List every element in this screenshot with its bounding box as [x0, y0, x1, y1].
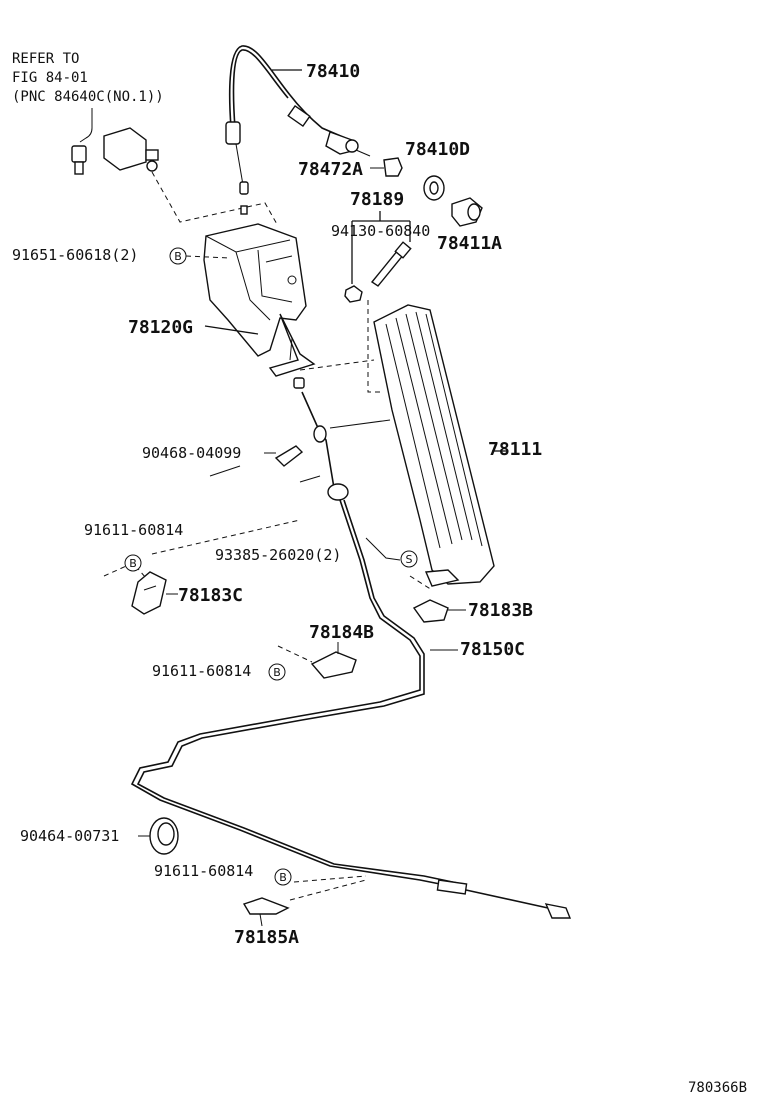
label-78183c: 78183C [178, 585, 243, 606]
svg-text:B: B [174, 250, 182, 263]
label-90464-00731: 90464-00731 [20, 827, 119, 845]
badge-b-4: B [274, 868, 292, 886]
label-78184b: 78184B [309, 622, 374, 643]
clip-90468-drawing [209, 445, 304, 477]
figure-code: 780366B [688, 1080, 747, 1096]
badge-b-1: B [169, 247, 187, 265]
label-78410d: 78410D [405, 139, 470, 160]
cushion-78411a-drawing [451, 197, 483, 227]
label-78150c: 78150C [460, 639, 525, 660]
label-93385-26020: 93385-26020(2) [215, 546, 341, 564]
reference-line-3: (PNC 84640C(NO.1)) [12, 89, 164, 105]
label-78410: 78410 [306, 61, 360, 82]
label-78411a: 78411A [437, 233, 502, 254]
grommet-78410d-drawing [423, 175, 445, 201]
label-78185a: 78185A [234, 927, 299, 948]
clamp-78183c-drawing [103, 562, 178, 615]
label-90468-04099: 90468-04099 [142, 444, 241, 462]
badge-b-3: B [268, 663, 286, 681]
clip-78472a-drawing [370, 157, 403, 177]
svg-text:S: S [406, 553, 413, 566]
bolt-and-nut-drawing [344, 211, 412, 393]
label-94130-60840: 94130-60840 [331, 222, 430, 240]
reference-line-1: REFER TO [12, 51, 79, 67]
throttle-cable-upper-drawing [225, 45, 371, 215]
pedal-bracket-78120g-drawing [203, 223, 316, 377]
label-91611-60814-a: 91611-60814 [84, 521, 183, 539]
svg-text:B: B [273, 666, 281, 679]
clamp-90464-drawing [138, 817, 179, 855]
label-78111: 78111 [488, 439, 542, 460]
label-91651-60618: 91651-60618(2) [12, 246, 138, 264]
label-91611-60814-c: 91611-60814 [154, 862, 253, 880]
badge-s-1: S [400, 550, 418, 568]
lower-cable-drawing [130, 377, 572, 919]
bracket-78185a-drawing [242, 879, 367, 927]
svg-text:B: B [129, 557, 137, 570]
reference-note: REFER TO FIG 84-01 (PNC 84640C(NO.1)) [12, 51, 164, 105]
stop-lamp-switch-drawing [71, 108, 279, 227]
label-78120g: 78120G [128, 317, 193, 338]
circled-badges: B B S B B [124, 247, 418, 886]
reference-line-2: FIG 84-01 [12, 70, 88, 86]
label-78472a: 78472A [298, 159, 363, 180]
label-78183b: 78183B [468, 600, 533, 621]
part-labels: 78410 78410D 78472A 78189 94130-60840 78… [12, 61, 542, 948]
svg-text:B: B [279, 871, 287, 884]
label-78189: 78189 [350, 189, 404, 210]
leader-lines [151, 255, 458, 883]
label-91611-60814-b: 91611-60814 [152, 662, 251, 680]
clamp-78183b-drawing [409, 575, 466, 623]
badge-b-2: B [124, 554, 142, 572]
bracket-78184b-drawing [277, 642, 357, 679]
pedal-pad-78111-drawing [299, 304, 508, 587]
